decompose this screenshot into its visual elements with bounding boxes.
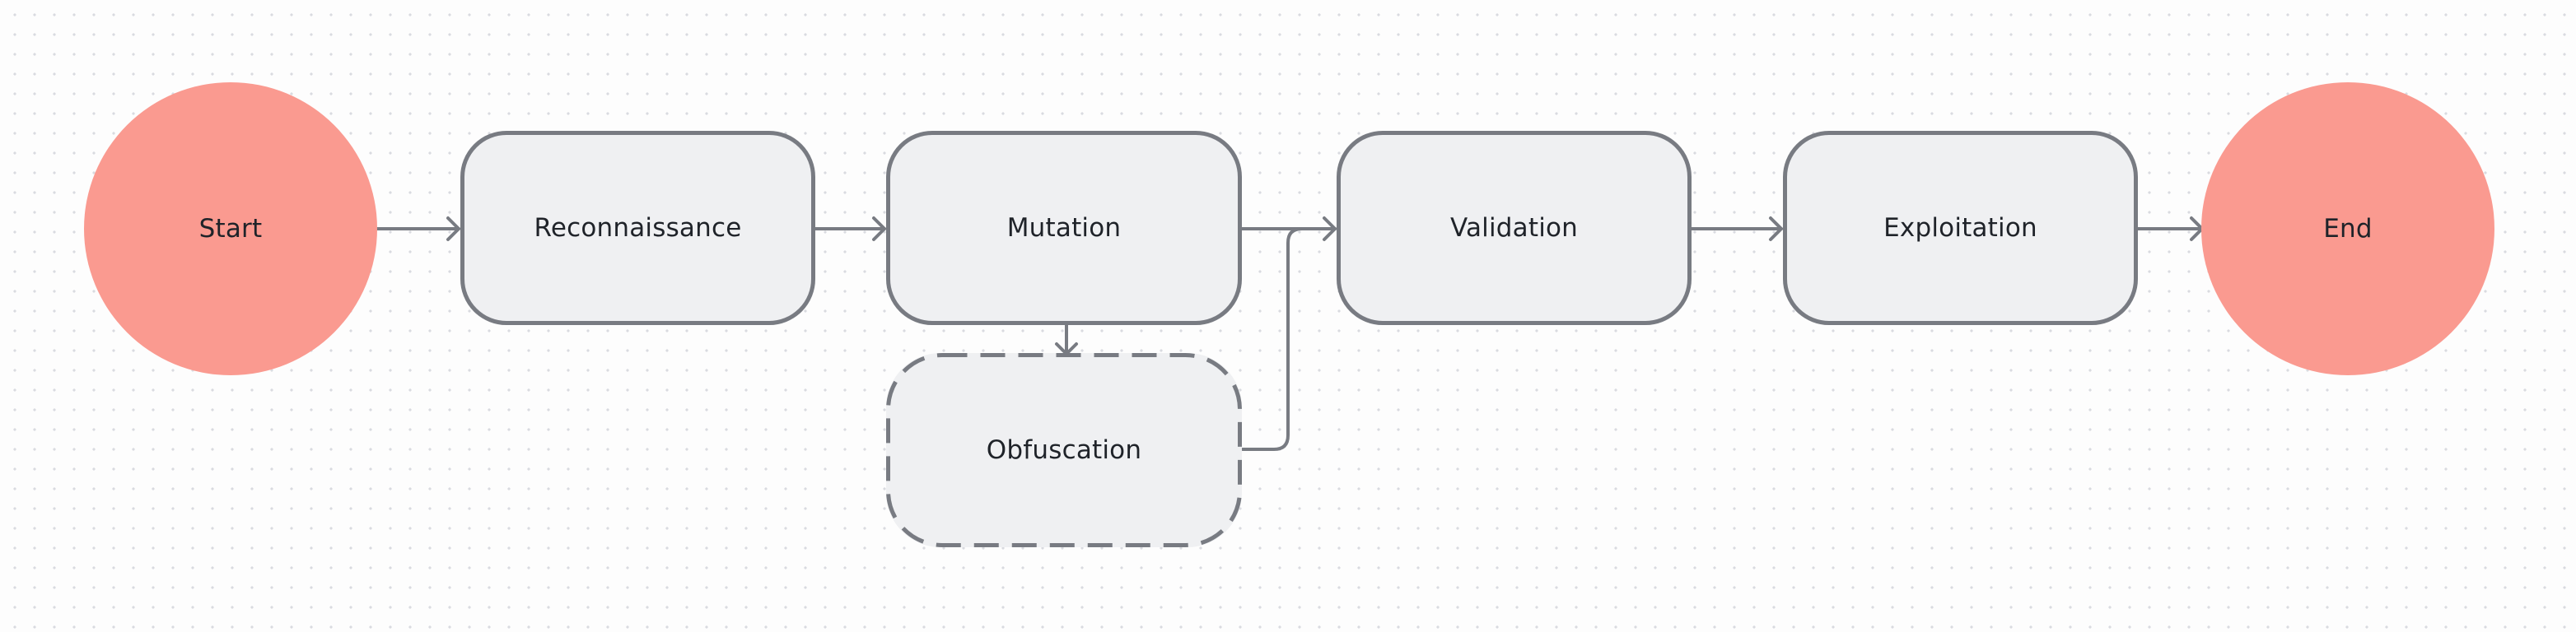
edge-exploitation-to-end xyxy=(2136,216,2204,241)
obfuscation-node-label: Obfuscation xyxy=(986,435,1142,465)
edge-reconnaissance-to-mutation xyxy=(814,216,886,241)
edge-start-to-reconnaissance xyxy=(376,216,460,241)
validation-node-label: Validation xyxy=(1449,213,1579,243)
start-node[interactable]: Start xyxy=(84,82,377,375)
end-node-label: End xyxy=(2323,214,2373,244)
exploitation-node-label: Exploitation xyxy=(1883,213,2037,243)
edge-mutation-to-obfuscation xyxy=(1055,323,1078,356)
edge-validation-to-exploitation xyxy=(1690,216,1783,241)
mutation-node[interactable]: Mutation xyxy=(886,131,1242,325)
start-node-label: Start xyxy=(198,214,263,244)
edge-obfuscation-to-validation xyxy=(1241,227,1337,451)
exploitation-node[interactable]: Exploitation xyxy=(1783,131,2138,325)
validation-node[interactable]: Validation xyxy=(1337,131,1692,325)
obfuscation-node[interactable]: Obfuscation xyxy=(886,353,1242,547)
mutation-node-label: Mutation xyxy=(1006,213,1122,243)
reconnaissance-node[interactable]: Reconnaissance xyxy=(460,131,815,325)
end-node[interactable]: End xyxy=(2201,82,2494,375)
reconnaissance-node-label: Reconnaissance xyxy=(534,213,742,243)
